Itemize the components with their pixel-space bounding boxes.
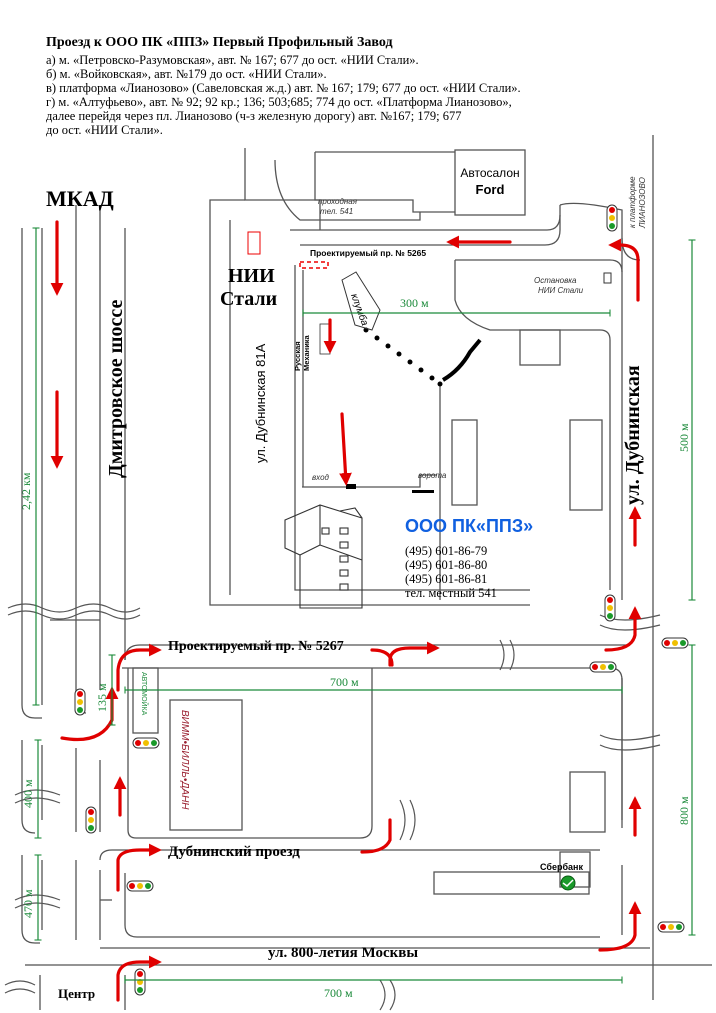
walking-path <box>363 327 482 387</box>
distance-labels: 300 м 500 м 700 м 800 м 2,42 км 135 м 40… <box>19 296 691 1000</box>
traffic-light-icon <box>74 688 86 716</box>
distance-800: 800 м <box>677 796 691 825</box>
sberbank-icon <box>560 875 576 891</box>
street-800-label: ул. 800-летия Москвы <box>268 945 418 961</box>
mkad-label: МКАД <box>46 186 114 211</box>
dubninsky-proezd-label: Дубнинский проезд <box>168 844 300 860</box>
map-labels: МКАД Дмитровское шоссе ул. Дубнинская ул… <box>46 166 647 1001</box>
distance-700-top: 700 м <box>330 675 359 689</box>
traffic-lights <box>74 204 689 996</box>
traffic-light-icon <box>657 921 685 933</box>
proekt-5267-label: Проектируемый пр. № 5267 <box>168 639 344 654</box>
ford-label: Ford <box>476 182 505 197</box>
proekt-5265-label: Проектируемый пр. № 5265 <box>310 248 426 258</box>
prokhodnaya-phone: тел. 541 <box>320 207 353 216</box>
center-label: Центр <box>58 986 95 1001</box>
vorota-label: ворота <box>418 471 447 480</box>
header: Проезд к ООО ПК «ППЗ» Первый Профильный … <box>46 35 521 137</box>
phone-local: тел. местный 541 <box>405 586 497 600</box>
traffic-light-icon <box>661 637 689 649</box>
russkaya-label-2: Механика <box>302 334 311 371</box>
ostanovka-label-1: Остановка <box>534 276 577 285</box>
k-platforme-label-1: к платформе <box>628 176 637 228</box>
phone-1: (495) 601-86-79 <box>405 544 487 558</box>
route-d-cont2: до ост. «НИИ Стали». <box>46 123 163 137</box>
traffic-light-icon <box>126 880 154 892</box>
prokhodnaya-label: проходная <box>318 197 358 206</box>
sberbank-label: Сбербанк <box>540 862 583 872</box>
dubninskaya-81a-label: ул. Дубнинская 81А <box>253 343 268 463</box>
dmitrovskoe-label: Дмитровское шоссе <box>105 299 127 478</box>
route-arrows <box>50 220 642 1002</box>
vimm-bill-dann-label: ВИММ•БИЛЛЬ•ДАНН <box>179 710 190 810</box>
ostanovka-label-2: НИИ Стали <box>538 286 584 295</box>
route-a: а) м. «Петровско-Разумовская», авт. № 16… <box>46 53 419 67</box>
phone-2: (495) 601-86-80 <box>405 558 487 572</box>
header-title: Проезд к ООО ПК «ППЗ» Первый Профильный … <box>46 35 393 50</box>
traffic-light-icon <box>604 594 616 622</box>
distance-500: 500 м <box>677 423 691 452</box>
company-label: ООО ПК«ППЗ» <box>405 516 533 536</box>
distance-135: 135 м <box>95 683 109 712</box>
russkaya-label-1: Русская <box>293 341 302 371</box>
traffic-light-icon <box>132 737 160 749</box>
traffic-light-icon <box>589 661 617 673</box>
distance-470: 470 м <box>21 889 35 918</box>
traffic-light-icon <box>134 968 146 996</box>
dubninskaya-label: ул. Дубнинская <box>622 365 644 505</box>
distance-700-bottom: 700 м <box>324 986 353 1000</box>
route-c: в) платформа «Лианозово» (Савеловская ж.… <box>46 81 521 95</box>
route-b: б) м. «Войковская», авт. №179 до ост. «Н… <box>46 67 327 81</box>
k-platforme-label-2: ЛИАНОЗОВО <box>638 177 647 229</box>
route-d: г) м. «Алтуфьево», авт. № 92; 92 кр.; 13… <box>46 95 512 109</box>
road-network <box>21 135 712 1010</box>
distance-242: 2,42 км <box>19 472 33 510</box>
distance-400: 400 м <box>21 779 35 808</box>
distance-300: 300 м <box>400 296 429 310</box>
ppz-building-icon <box>284 504 363 609</box>
avtomoyka-label: АВТОМОЙКА <box>140 672 149 716</box>
route-d-cont1: далее перейдя через пл. Лианозово (ч-з ж… <box>46 109 461 123</box>
avtosalon-label: Автосалон <box>460 166 519 180</box>
nii-stali-label-1: НИИ <box>228 265 275 287</box>
flowerbed: клумба <box>341 271 381 331</box>
distance-lines <box>32 227 696 984</box>
traffic-light-icon <box>606 204 618 232</box>
nii-stali-label-2: Стали <box>220 288 277 310</box>
gate-markers <box>247 231 612 493</box>
traffic-light-icon <box>85 806 97 834</box>
phone-3: (495) 601-86-81 <box>405 572 487 586</box>
vkhod-label: вход <box>312 473 330 482</box>
klumba-label: клумба <box>348 292 371 328</box>
